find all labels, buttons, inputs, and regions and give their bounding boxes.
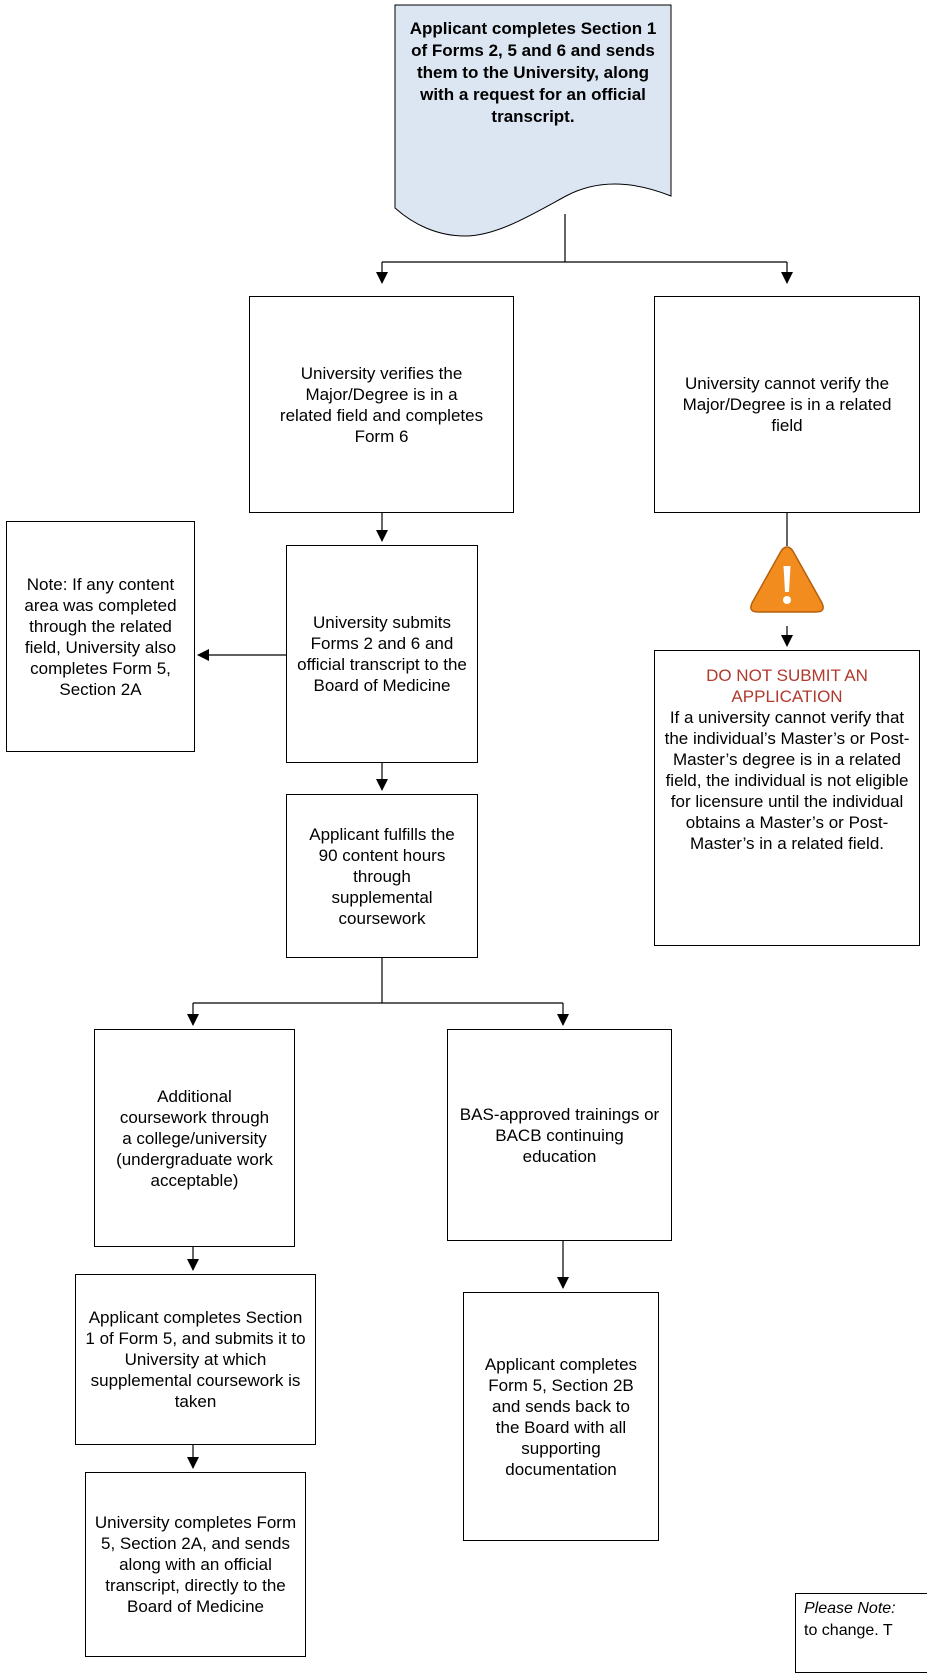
bas-node: BAS-approved trainings or BACB continuin… — [447, 1029, 672, 1241]
start-document-shape — [394, 4, 672, 237]
additional-coursework-text: Additional coursework through a college/… — [116, 1086, 273, 1190]
please-note-lead: Please Note: — [804, 1600, 896, 1617]
cannot-verify-text: University cannot verify the Major/Degre… — [682, 374, 892, 435]
fulfills-text: Applicant fulfills the 90 content hours … — [309, 824, 455, 928]
additional-coursework-node: Additional coursework through a college/… — [94, 1029, 295, 1247]
applicant-form5-node: Applicant completes Section 1 of Form 5,… — [75, 1274, 316, 1445]
warning-icon — [750, 546, 824, 613]
start-node-text: Applicant completes Section 1 of Forms 2… — [409, 19, 657, 126]
cannot-verify-node: University cannot verify the Major/Degre… — [654, 296, 920, 513]
submits-text: University submits Forms 2 and 6 and off… — [297, 613, 467, 695]
university-form5-node: University completes Form 5, Section 2A,… — [85, 1472, 306, 1657]
verifies-node: University verifies the Major/Degree is … — [249, 296, 514, 513]
applicant-2b-node: Applicant completes Form 5, Section 2B a… — [463, 1292, 659, 1541]
please-note-rest: to change. T — [804, 1622, 893, 1639]
university-form5-text: University completes Form 5, Section 2A,… — [94, 1513, 297, 1616]
please-note-box: Please Note: to change. T — [795, 1593, 927, 1673]
verifies-text: University verifies the Major/Degree is … — [279, 363, 484, 446]
note-text: Note: If any content area was completed … — [24, 574, 177, 699]
note-node: Note: If any content area was completed … — [6, 521, 195, 752]
applicant-2b-text: Applicant completes Form 5, Section 2B a… — [484, 1354, 638, 1479]
submits-node: University submits Forms 2 and 6 and off… — [286, 545, 478, 763]
bas-text: BAS-approved trainings or BACB continuin… — [459, 1104, 660, 1166]
do-not-submit-title: DO NOT SUBMIT AN APPLICATION — [706, 666, 868, 706]
applicant-form5-text: Applicant completes Section 1 of Form 5,… — [85, 1308, 306, 1411]
do-not-submit-node: DO NOT SUBMIT AN APPLICATION If a univer… — [654, 650, 920, 946]
fulfills-node: Applicant fulfills the 90 content hours … — [286, 794, 478, 958]
do-not-submit-body: If a university cannot verify that the i… — [664, 708, 910, 853]
